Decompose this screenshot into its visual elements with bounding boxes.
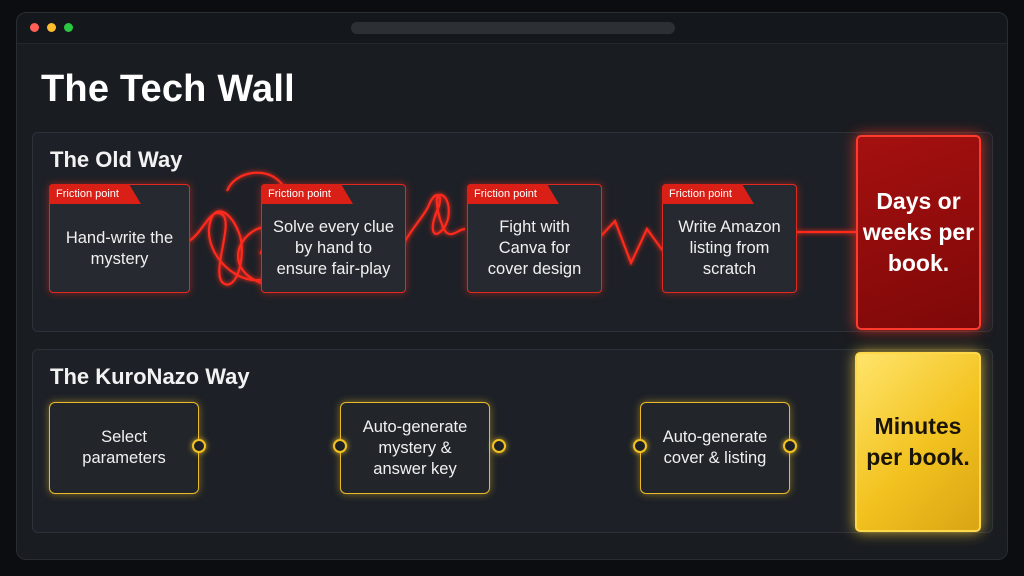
friction-point-badge: Friction point xyxy=(662,184,754,204)
address-bar[interactable] xyxy=(351,22,675,34)
new-step-card: Select parameters xyxy=(49,402,199,494)
friction-point-badge: Friction point xyxy=(49,184,141,204)
old-step-card: Friction point Solve every clue by hand … xyxy=(261,184,406,293)
kuronazo-way-title: The KuroNazo Way xyxy=(50,364,250,389)
old-way-panel: The Old Way Friction point Hand-write th… xyxy=(32,132,993,332)
kuronazo-way-panel: The KuroNazo Way Select parameters Auto-… xyxy=(32,349,993,533)
old-step-card: Friction point Fight with Canva for cove… xyxy=(467,184,602,293)
page-title: The Tech Wall xyxy=(41,68,295,110)
app-window: The Tech Wall The Old Way xyxy=(16,12,1008,560)
old-way-title: The Old Way xyxy=(50,147,183,172)
minimize-window-button[interactable] xyxy=(47,23,56,32)
old-step-card: Friction point Write Amazon listing from… xyxy=(662,184,797,293)
new-step-card: Auto-generate mystery & answer key xyxy=(340,402,490,494)
old-way-result: Days or weeks per book. xyxy=(856,135,981,330)
old-step-text: Fight with Canva for cover design xyxy=(487,218,582,278)
connector-node xyxy=(783,439,797,453)
window-titlebar xyxy=(17,13,1007,43)
old-step-text: Hand-write the mystery xyxy=(65,228,174,268)
old-step-text: Solve every clue by hand to ensure fair-… xyxy=(272,218,395,278)
slide-content: The Tech Wall The Old Way xyxy=(17,43,1007,559)
maximize-window-button[interactable] xyxy=(64,23,73,32)
new-step-card: Auto-generate cover & listing xyxy=(640,402,790,494)
close-window-button[interactable] xyxy=(30,23,39,32)
friction-point-badge: Friction point xyxy=(261,184,353,204)
friction-point-badge: Friction point xyxy=(467,184,559,204)
connector-node xyxy=(192,439,206,453)
old-step-card: Friction point Hand-write the mystery xyxy=(49,184,190,293)
connector-node xyxy=(333,439,347,453)
old-step-text: Write Amazon listing from scratch xyxy=(678,218,781,278)
connector-node xyxy=(492,439,506,453)
connector-node xyxy=(633,439,647,453)
kuronazo-way-result: Minutes per book. xyxy=(855,352,981,532)
